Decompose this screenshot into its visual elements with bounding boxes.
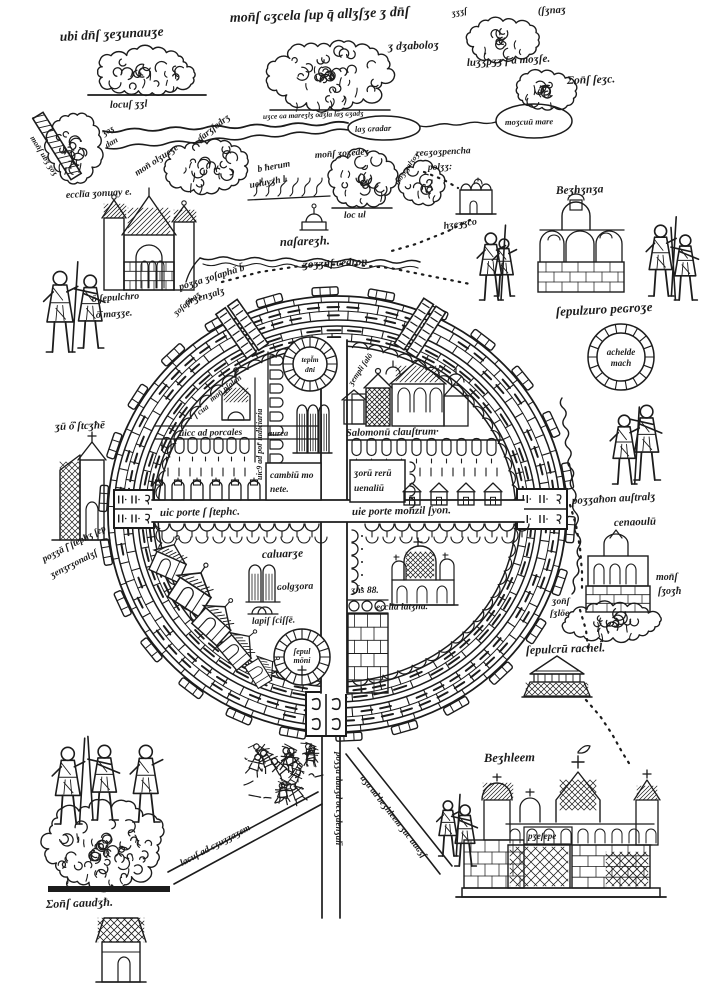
svg-text:uic9 ad por̄ iudiciaria: uic9 ad por̄ iudiciaria [255, 409, 264, 480]
svg-text:uic porte ſ ſtephc.: uic porte ſ ſtephc. [160, 506, 240, 519]
svg-text:moʒcuū mare: moʒcuū mare [505, 116, 554, 127]
svg-text:uenaliū: uenaliū [354, 484, 384, 494]
svg-text:ʒū ő̇ ſtcʒħē: ʒū ő̇ ſtcʒħē [54, 419, 106, 433]
svg-text:lapiſ ſciſſē.: lapiſ ſciſſē. [252, 615, 296, 627]
svg-text:Beʒhʒnʒa: Beʒhʒnʒa [555, 183, 604, 197]
svg-text:ʒorū rerū: ʒorū rerū [353, 469, 391, 479]
svg-text:Ʃon̄ſ ɢaudʒħ.: Ʃon̄ſ ɢaudʒħ. [45, 895, 114, 911]
svg-text:ubi dn̄ſ ʒeʒunauʒe: ubi dn̄ſ ʒeʒunauʒe [59, 24, 164, 44]
svg-text:ſepulzuro peɢroʒe: ſepulzuro peɢroʒe [555, 299, 653, 319]
svg-text:Salomonū clauſtrum·: Salomonū clauſtrum· [346, 426, 439, 439]
svg-text:ſʒlöe: ſʒlöe [550, 609, 570, 619]
svg-text:ō̄ maʒʒe.: ō̄ maʒʒe. [95, 307, 132, 321]
svg-text:ſepulcrū rachel̇.: ſepulcrū rachel̇. [526, 640, 606, 657]
svg-text:luʒʒpʒʒ ſ a moʒſe.: luʒʒpʒʒ ſ a moʒſe. [467, 53, 551, 69]
svg-text:pʒeſepe: pʒeſepe [527, 831, 556, 841]
svg-text:dn̄i: dn̄i [305, 365, 316, 374]
svg-text:aurea: aurea [268, 428, 289, 438]
svg-text:ʒon̄ſ: ʒon̄ſ [551, 597, 571, 607]
svg-text:locuſ ʒʒl: locuſ ʒʒl [110, 99, 148, 111]
svg-text:ſʒoʒħ: ſʒoʒħ [658, 586, 682, 597]
svg-text:loc ul: loc ul [344, 210, 367, 221]
svg-text:mon̄ſ ɢʒcela ſup q̄ allʒſʒe ʒ: mon̄ſ ɢʒcela ſup q̄ allʒſʒe ʒ dn̄ſ [230, 5, 411, 26]
svg-text:ʒh̄s 88.: ʒh̄s 88. [350, 584, 379, 596]
svg-text:naſareʒh.: naſareʒh. [280, 233, 330, 249]
svg-text:cenaoulū: cenaoulū [614, 516, 657, 529]
svg-text:mon̄ſ: mon̄ſ [656, 572, 679, 583]
svg-text:ecclīa ʒonuay e.: ecclīa ʒonuay e. [66, 187, 133, 201]
svg-text:poʒʒa dauʒd occʒdenʒalī: poʒʒa dauʒd occʒdenʒalī [334, 751, 344, 847]
svg-text:uie porte monzil ſyon.: uie porte monzil ſyon. [352, 504, 451, 518]
svg-text:caluarʒe: caluarʒe [262, 548, 304, 561]
svg-text:Ʃon̄ſ ſeʒc.: Ʃon̄ſ ſeʒc. [566, 73, 616, 87]
svg-text:(ſʒnaʒ: (ſʒnaʒ [538, 5, 567, 17]
svg-text:uicc ad porcales: uicc ad porcales [179, 428, 243, 439]
svg-text:ɢolgʒora: ɢolgʒora [277, 581, 314, 593]
svg-text:cambiū mo: cambiū mo [270, 471, 314, 481]
svg-text:ʒ dʒaboloʒ: ʒ dʒaboloʒ [387, 39, 440, 53]
svg-text:ecclīa latʒna.: ecclīa latʒna. [376, 602, 428, 613]
svg-text:achelde: achelde [607, 347, 636, 357]
svg-text:mon̄ſ ʒoʒedeʒ: mon̄ſ ʒoʒedeʒ [315, 147, 370, 161]
svg-text:ō ſepulchro: ō ſepulchro [91, 291, 139, 305]
svg-text:mach: mach [611, 358, 632, 368]
svg-text:ʒoʒʒn̄ſ cedron: ʒoʒʒn̄ſ cedron [302, 256, 368, 271]
svg-text:nete.: nete. [270, 485, 289, 495]
svg-text:Beʒhleem: Beʒhleem [483, 750, 536, 765]
svg-text:ſepul: ſepul [294, 647, 312, 656]
svg-text:laʒ ɢradar: laʒ ɢradar [355, 123, 392, 134]
svg-text:ʒʒʒſ: ʒʒʒſ [450, 5, 469, 18]
svg-text:uʒce ɢa mareʒlʒ odʒla laʒ ɢʒad: uʒce ɢa mareʒlʒ odʒla laʒ ɢʒadʒ [263, 108, 364, 121]
svg-text:mōni: mōni [294, 656, 312, 665]
svg-text:reɢʒoʒpencha: reɢʒoʒpencha [416, 146, 472, 159]
svg-text:polʒʒ:: polʒʒ: [427, 162, 453, 173]
svg-text:poʒʒaħon auſtralʒ: poʒʒaħon auſtralʒ [571, 491, 656, 507]
svg-text:tepl̃m: tepl̃m [301, 354, 318, 364]
